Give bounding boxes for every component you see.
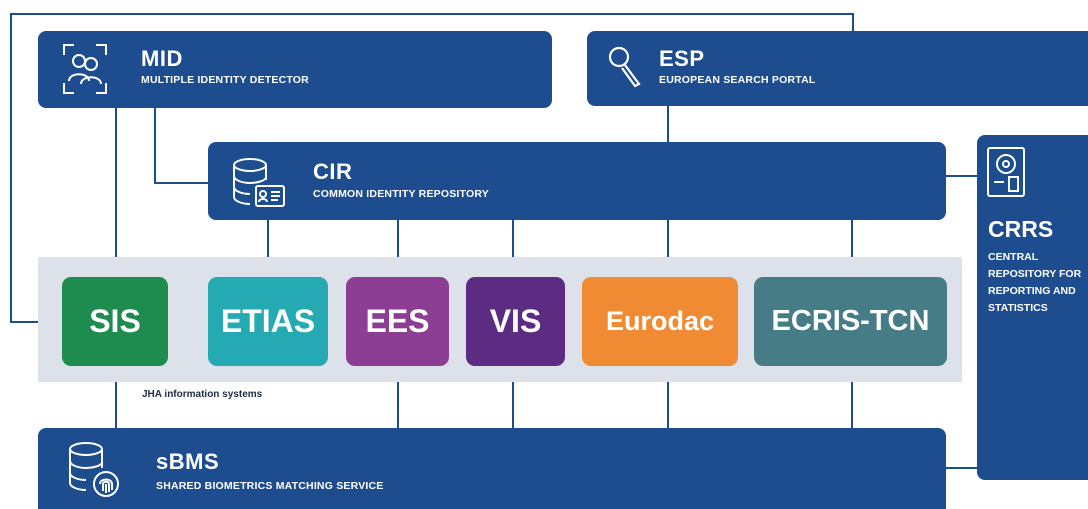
mid-box[interactable]: MID MULTIPLE IDENTITY DETECTOR bbox=[38, 31, 552, 108]
statistics-document-icon bbox=[987, 147, 1025, 197]
database-id-icon bbox=[233, 158, 285, 207]
system-sis[interactable]: SIS bbox=[62, 277, 168, 366]
system-vis[interactable]: VIS bbox=[466, 277, 565, 366]
sbms-acronym: sBMS bbox=[156, 449, 220, 474]
mid-name: MULTIPLE IDENTITY DETECTOR bbox=[141, 74, 309, 86]
system-ecris-tcn[interactable]: ECRIS-TCN bbox=[754, 277, 947, 366]
esp-acronym: ESP bbox=[659, 46, 705, 71]
crrs-box[interactable]: CRRS CENTRAL REPOSITORY FOR REPORTING AN… bbox=[977, 135, 1088, 480]
system-etias[interactable]: ETIAS bbox=[208, 277, 328, 366]
crrs-acronym: CRRS bbox=[988, 216, 1054, 242]
magnifier-icon bbox=[608, 46, 641, 88]
jha-systems-label: JHA information systems bbox=[142, 389, 263, 400]
sbms-box[interactable]: sBMS SHARED BIOMETRICS MATCHING SERVICE bbox=[38, 428, 946, 509]
mid-acronym: MID bbox=[141, 46, 183, 71]
cir-box[interactable]: CIR COMMON IDENTITY REPOSITORY bbox=[208, 142, 946, 220]
cir-acronym: CIR bbox=[313, 159, 353, 184]
cir-name: COMMON IDENTITY REPOSITORY bbox=[313, 188, 489, 200]
esp-box[interactable]: ESP EUROPEAN SEARCH PORTAL bbox=[587, 31, 1088, 106]
esp-name: EUROPEAN SEARCH PORTAL bbox=[659, 74, 816, 86]
crrs-name: CENTRAL REPOSITORY FOR REPORTING AND STA… bbox=[988, 251, 1082, 314]
sbms-name: SHARED BIOMETRICS MATCHING SERVICE bbox=[156, 480, 384, 492]
database-fingerprint-icon bbox=[69, 442, 119, 497]
identity-group-icon bbox=[63, 44, 107, 94]
system-eurodac[interactable]: Eurodac bbox=[582, 277, 738, 366]
system-ees[interactable]: EES bbox=[346, 277, 449, 366]
